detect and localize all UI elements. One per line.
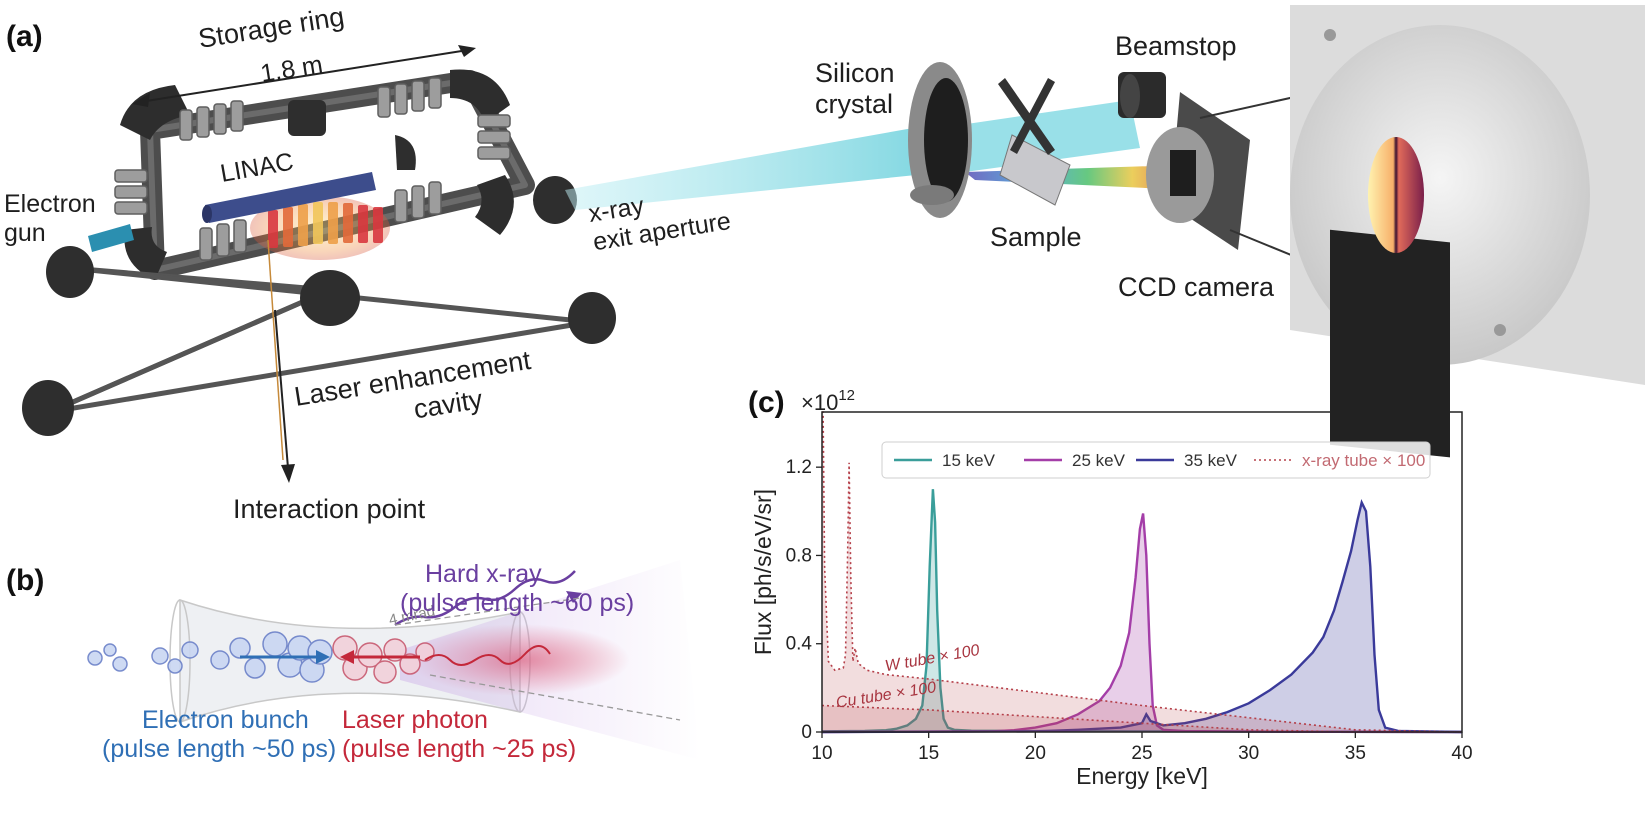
series-fill-4 <box>822 705 1462 732</box>
angle-line-lower <box>429 674 681 721</box>
series-line-1 <box>821 513 1463 734</box>
label-sample: Sample <box>990 222 1082 252</box>
linac-tube <box>202 172 376 223</box>
dimension-arrow <box>132 45 476 107</box>
series-fill-2 <box>822 502 1462 732</box>
x-tick-label: 40 <box>1451 743 1472 764</box>
xray-wave <box>394 570 576 627</box>
panel-a-letter: (a) <box>6 20 43 53</box>
legend-label-3: x-ray tube × 100 <box>1302 451 1425 470</box>
x-axis-title: Energy [keV] <box>1076 763 1208 789</box>
label-length: 1.8 m <box>259 50 325 87</box>
laser-wave <box>424 645 551 666</box>
electron-direction-arrow <box>240 650 330 664</box>
photon-bunch <box>332 635 435 684</box>
legend-label-2: 35 keV <box>1184 451 1238 470</box>
x-tick-label: 15 <box>918 743 939 764</box>
panel-c: (c) ×1012 10 15 20 25 30 35 40 0 0.4 0.8 1.2Energy… <box>748 386 1473 789</box>
interaction-arrow <box>274 309 295 483</box>
series-fill-3 <box>822 412 1462 732</box>
xray-cone <box>400 560 700 760</box>
interaction-region <box>250 196 390 260</box>
electron-bunch <box>87 631 333 683</box>
chart-scale-label: ×1012 <box>801 387 855 415</box>
series-line-2 <box>821 498 1463 734</box>
cavity-mirrors <box>22 176 616 436</box>
beamstop <box>1118 72 1166 118</box>
x-tick-label: 20 <box>1025 743 1046 764</box>
angle-line-upper <box>394 597 581 626</box>
series-fill-1 <box>822 513 1462 732</box>
xray-beam-through <box>960 100 1140 172</box>
label-electron-bunch: Electron bunch(pulse length ~50 ps) <box>102 706 336 763</box>
silicon-crystal <box>908 62 972 218</box>
x-tick-label: 35 <box>1345 743 1366 764</box>
panel-c-letter: (c) <box>748 386 785 419</box>
series-line-3 <box>822 411 1463 733</box>
label-interaction-point: Interaction point <box>233 494 426 524</box>
sample <box>998 78 1071 206</box>
legend-label-1: 25 keV <box>1072 451 1126 470</box>
panel-b: (b) <box>6 560 700 763</box>
y-tick-label: 0.8 <box>786 545 812 566</box>
electron-gun <box>88 224 134 252</box>
panel-b-letter: (b) <box>6 564 44 597</box>
y-tick-label: 0 <box>801 722 812 743</box>
label-ccd-camera: CCD camera <box>1118 272 1275 302</box>
detector-image <box>1368 137 1424 253</box>
series-line-4 <box>821 704 1462 733</box>
label-hard-xray: Hard x-ray(pulse length ~60 ps) <box>400 560 634 617</box>
y-axis-title: Flux [ph/s/eV/sr] <box>750 489 776 655</box>
laser-beam-line <box>267 239 284 461</box>
y-tick-label: 1.2 <box>786 457 812 478</box>
detector-wall <box>1290 5 1645 458</box>
x-tick-label: 30 <box>1238 743 1259 764</box>
label-linac: LINAC <box>218 148 295 188</box>
xray-arrowhead <box>566 591 582 603</box>
label-laser-photon: Laser photon(pulse length ~25 ps) <box>342 706 576 763</box>
laser-direction-arrow <box>340 650 420 664</box>
x-tick-label: 10 <box>811 743 832 764</box>
xray-beam <box>565 125 965 210</box>
label-beamstop: Beamstop <box>1115 31 1237 61</box>
x-tick-label: 25 <box>1131 743 1152 764</box>
label-laser-cavity: Laser enhancementcavity <box>292 345 538 443</box>
label-storage-ring: Storage ring <box>196 1 346 54</box>
y-tick-label: 0.4 <box>786 634 813 655</box>
storage-ring <box>114 69 535 280</box>
ccd-camera <box>1146 92 1250 250</box>
legend-label-0: 15 keV <box>942 451 996 470</box>
